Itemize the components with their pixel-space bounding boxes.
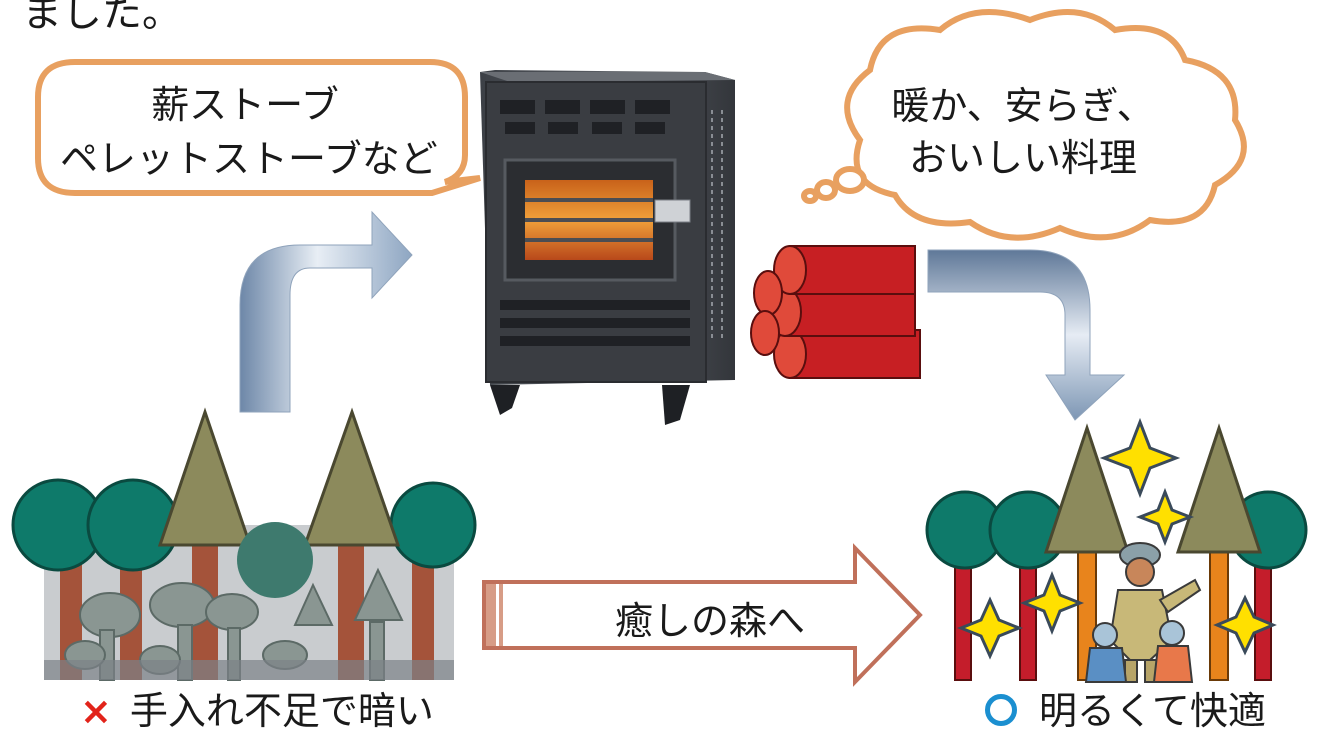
cross-mark: ×: [80, 689, 112, 733]
right-caption-text: 明るくて快適: [1039, 689, 1266, 733]
speech-bubble-line-2: ペレットストーブなど: [60, 137, 438, 181]
guide-with-children-illustration: [1084, 542, 1202, 683]
center-arrow-label: 癒しの森へ: [614, 599, 805, 643]
thought-cloud-line-1: 暖か、安らぎ、: [891, 84, 1155, 128]
thought-cloud-line-2: おいしい料理: [908, 136, 1137, 180]
log-pile: [750, 245, 921, 379]
left-caption: × 手入れ不足で暗い: [80, 680, 434, 735]
left-caption-text: 手入れ不足で暗い: [129, 689, 434, 733]
speech-bubble-line-1: 薪ストーブ: [151, 83, 339, 127]
thought-cloud: [801, 9, 1247, 241]
pellet-stove: [480, 70, 735, 425]
right-caption: 明るくて快適: [985, 680, 1266, 735]
bright-forest: [925, 423, 1308, 681]
sparkles: [956, 417, 1277, 660]
curved-arrow-up-right: [239, 210, 413, 413]
center-arrow: [482, 543, 923, 687]
circle-mark-icon: [985, 694, 1017, 726]
dark-forest: [11, 407, 477, 681]
curved-arrow-down-right: [927, 249, 1126, 421]
cut-off-top-text: ました。: [22, 0, 182, 36]
speech-bubble: [35, 59, 481, 196]
speech-bubble-text: 薪ストーブ ペレットストーブなど: [60, 78, 438, 186]
thought-cloud-text: 暖か、安らぎ、 おいしい料理: [868, 80, 1178, 184]
